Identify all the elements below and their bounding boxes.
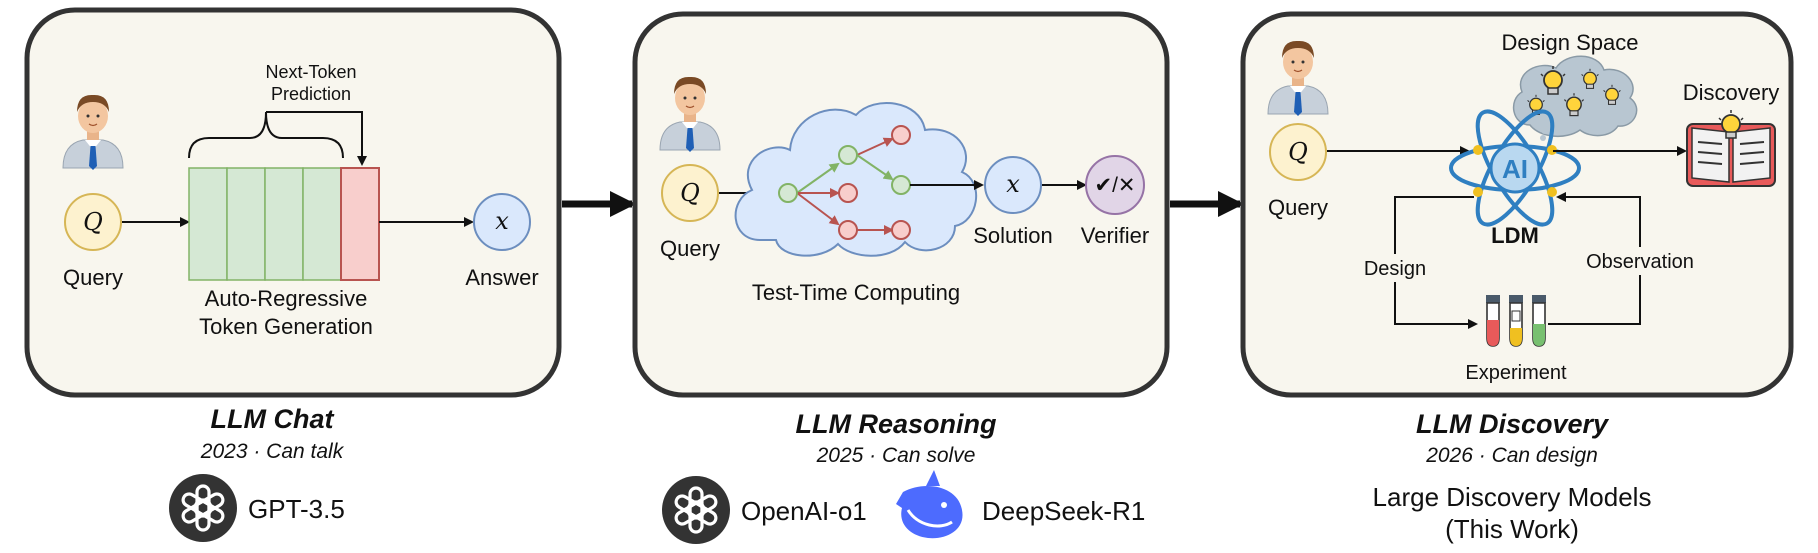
query-node — [64, 193, 122, 251]
experiment-label: Experiment — [1465, 362, 1567, 384]
observation-label-bg — [1583, 247, 1697, 275]
query-label: Query — [660, 236, 720, 261]
next-token-cell — [340, 167, 380, 281]
discovery-model-line1: Large Discovery Models — [1373, 482, 1652, 512]
panel-llm-chat: Q Query Next-Token Prediction Auto-Regre… — [24, 7, 562, 398]
observation-label: Observation — [1586, 251, 1694, 273]
query-node — [661, 164, 719, 222]
chat-model-name: GPT-3.5 — [248, 494, 345, 524]
tree-edge — [796, 192, 840, 226]
reasoning-subtitle: 2025 · Can solve — [816, 444, 976, 467]
panel-llm-discovery: Q Query Design Space AI LDM Discovery — [1240, 11, 1794, 398]
tree-edge — [856, 154, 894, 181]
solution-symbol: x — [1006, 170, 1020, 198]
query-symbol: Q — [680, 179, 700, 207]
generation-label-line1: Auto-Regressive — [205, 286, 368, 311]
panel-llm-reasoning: Q Query Test-Time Computing x Solution ✔… — [632, 11, 1170, 398]
reasoning-tree — [778, 125, 911, 240]
openai-logo-icon — [660, 474, 732, 546]
caption-reasoning: LLM Reasoning 2025 · Can solve OpenAI-o1… — [660, 409, 1145, 546]
generation-label-line2: Token Generation — [199, 314, 373, 339]
verifier-label: Verifier — [1081, 223, 1149, 248]
tree-node — [778, 183, 798, 203]
design-label-bg — [1356, 254, 1434, 282]
chat-title: LLM Chat — [211, 404, 335, 434]
token-sequence — [188, 167, 380, 281]
token-cell — [302, 167, 342, 281]
prediction-arrow — [266, 111, 367, 166]
test-time-cloud — [734, 102, 978, 257]
query-symbol: Q — [83, 208, 103, 236]
tree-node — [891, 220, 911, 240]
design-space-label: Design Space — [1502, 30, 1639, 55]
tree-node — [891, 125, 911, 145]
ttc-label: Test-Time Computing — [752, 280, 960, 305]
answer-label: Answer — [465, 265, 538, 290]
query-label: Query — [1268, 195, 1328, 220]
thought-dot — [1541, 126, 1549, 134]
tree-edge — [796, 162, 840, 194]
discovery-model-line2: (This Work) — [1445, 514, 1579, 544]
openai-logo-icon — [167, 472, 239, 544]
next-token-label: Next-Token — [265, 62, 356, 82]
thought-dot — [1540, 135, 1546, 141]
answer-symbol: x — [495, 207, 509, 235]
deepseek-whale-icon — [896, 470, 963, 539]
verifier-node — [1085, 155, 1145, 215]
token-cell — [264, 167, 304, 281]
prediction-label: Prediction — [271, 84, 351, 104]
discovery-title: LLM Discovery — [1416, 409, 1610, 439]
chat-subtitle: 2023 · Can talk — [200, 440, 345, 463]
caption-discovery: LLM Discovery 2026 · Can design Large Di… — [1373, 409, 1652, 544]
tree-node — [838, 220, 858, 240]
tree-edge — [856, 137, 894, 156]
tree-node — [838, 145, 858, 165]
ldm-label: LDM — [1491, 223, 1539, 248]
tree-node — [838, 183, 858, 203]
verifier-symbol: ✔/✕ — [1094, 174, 1135, 197]
token-cell — [188, 167, 228, 281]
reasoning-title: LLM Reasoning — [796, 409, 998, 439]
token-cell — [226, 167, 266, 281]
query-node — [1269, 123, 1327, 181]
atom-ai-icon — [1449, 109, 1581, 227]
solution-label: Solution — [973, 223, 1053, 248]
solution-node — [984, 156, 1042, 214]
discovery-label: Discovery — [1683, 80, 1780, 105]
reasoning-model2-name: DeepSeek-R1 — [982, 496, 1145, 526]
book-icon — [1686, 123, 1776, 187]
reasoning-model1-name: OpenAI-o1 — [741, 496, 867, 526]
caption-chat: LLM Chat 2023 · Can talk GPT-3.5 — [167, 404, 345, 544]
design-label: Design — [1364, 258, 1426, 280]
tree-node — [891, 175, 911, 195]
query-label: Query — [63, 265, 123, 290]
query-symbol: Q — [1288, 138, 1308, 166]
test-tubes-icon — [1485, 294, 1547, 347]
ai-text: AI — [1502, 154, 1528, 184]
answer-node — [473, 193, 531, 251]
discovery-subtitle: 2026 · Can design — [1425, 444, 1598, 467]
